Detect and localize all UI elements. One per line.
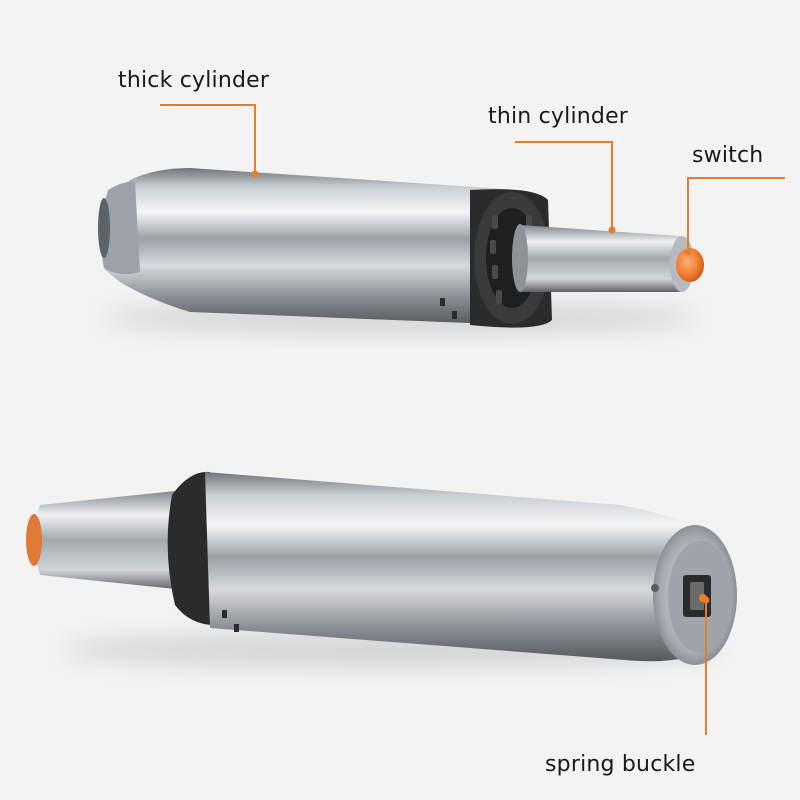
leader-lines [160,104,785,735]
bottom-rod-tip [26,514,42,566]
bottom-hole-1 [222,610,227,618]
top-hole-2 [452,311,457,319]
leader-thick [160,104,256,172]
top-hole-1 [440,298,445,306]
bottom-black-ring [167,471,215,625]
top-thin-rod [520,225,685,292]
bottom-hole-2 [234,624,239,632]
leader-dots [251,170,710,604]
leader-switch [687,177,785,248]
top-gas-lift [98,168,704,334]
label-spring-buckle: spring buckle [545,752,696,777]
label-thin-cylinder: thin cylinder [488,104,629,129]
top-rod-base [512,224,528,292]
spring-buckle-inner [690,582,704,610]
bottom-gas-lift [26,471,737,668]
label-thick-cylinder: thick cylinder [118,68,270,93]
switch-cap [676,248,704,282]
bottom-rivet [651,584,659,592]
label-switch: switch [692,143,764,168]
bottom-thick-body [205,472,705,662]
bottom-thin-rod [34,490,185,590]
top-left-cap [100,181,140,275]
top-left-end [98,198,110,258]
top-thick-body [100,168,520,325]
leader-thin [515,141,613,228]
